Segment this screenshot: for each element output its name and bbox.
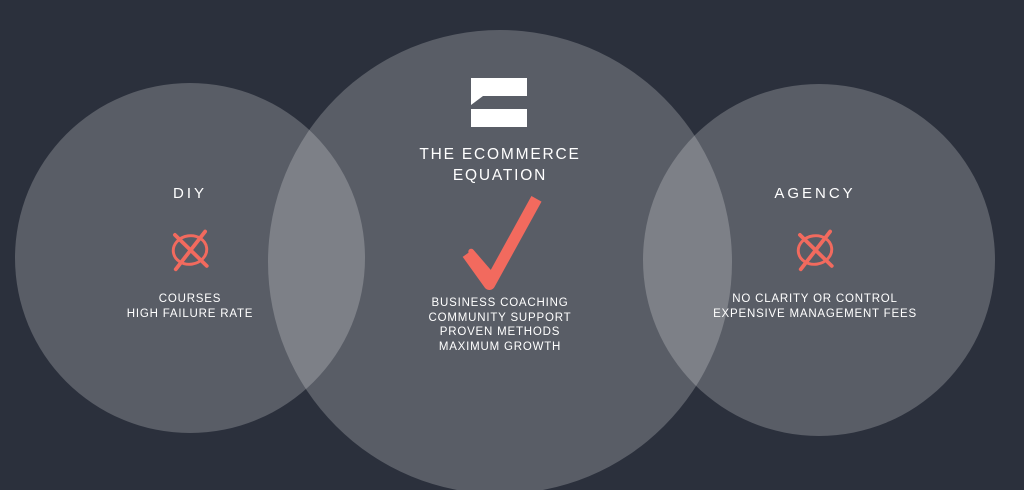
x-mark-icon [789,224,841,276]
equation-title: THE ECOMMERCE EQUATION [350,144,650,186]
equation-title-line1: THE ECOMMERCE [419,146,581,163]
equation-point: COMMUNITY SUPPORT [428,311,572,324]
equation-points: BUSINESS COACHING COMMUNITY SUPPORT PROV… [350,296,650,354]
equation-title-line2: EQUATION [452,167,548,184]
agency-points: NO CLARITY OR CONTROL EXPENSIVE MANAGEME… [655,292,975,321]
equation-section: THE ECOMMERCE EQUATION BUSINESS COACHING… [350,78,650,354]
agency-point: EXPENSIVE MANAGEMENT FEES [713,307,917,320]
agency-circle [643,84,995,436]
equation-point: PROVEN METHODS [439,326,561,338]
equation-point: MAXIMUM GROWTH [438,340,562,353]
diy-point: COURSES [158,293,222,305]
ecommerce-equation-logo [471,78,529,130]
agency-section: AGENCY NO CLARITY OR CONTROL EXPENSIVE M… [655,185,975,321]
diy-circle [15,83,365,433]
checkmark-icon [452,192,548,292]
agency-point: NO CLARITY OR CONTROL [732,293,898,305]
diy-section: DIY COURSES HIGH FAILURE RATE [40,185,340,321]
equation-point: BUSINESS COACHING [431,297,569,309]
diy-heading: DIY [172,185,207,202]
agency-heading: AGENCY [774,185,856,202]
diy-points: COURSES HIGH FAILURE RATE [40,292,340,321]
diy-point: HIGH FAILURE RATE [126,307,254,320]
x-mark-icon [164,224,216,276]
